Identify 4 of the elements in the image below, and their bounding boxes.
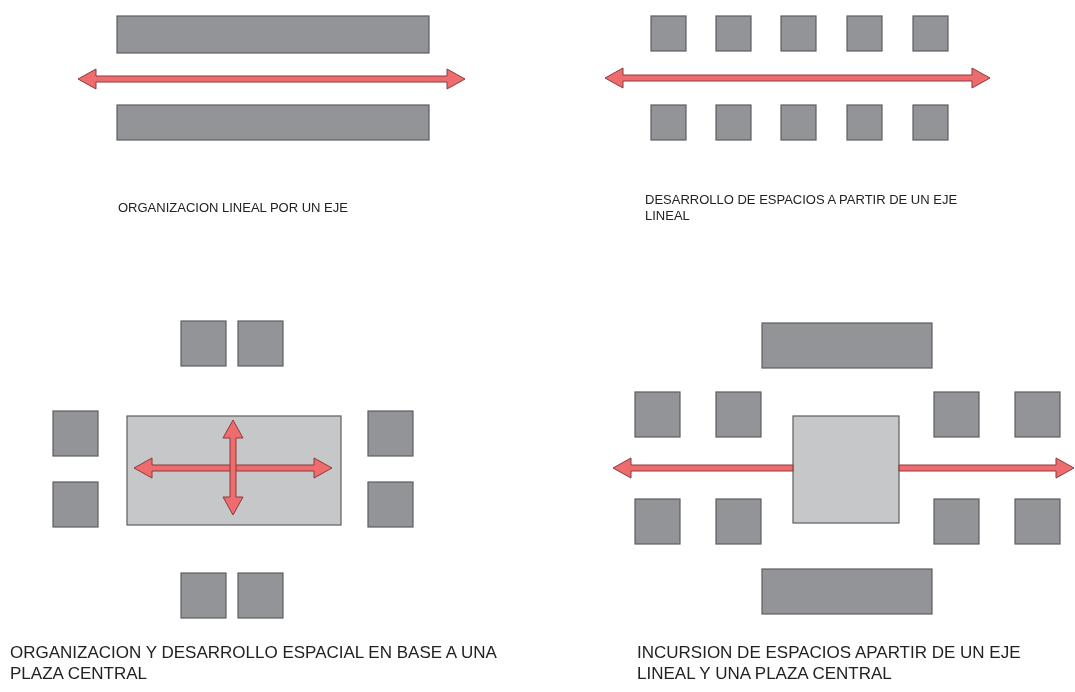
caption: ORGANIZACION Y DESARROLLO ESPACIAL EN BASE A UNA PLAZA CENTRAL [10,643,498,685]
caption: DESARROLLO DE ESPACIOS A PARTIR DE UN EJE LINEAL [645,192,959,224]
caption: ORGANIZACION LINEAL POR UN EJE [118,200,349,216]
caption: INCURSION DE ESPACIOS APARTIR DE UN EJE LINEAL Y UNA PLAZA CENTRAL [637,643,1022,685]
